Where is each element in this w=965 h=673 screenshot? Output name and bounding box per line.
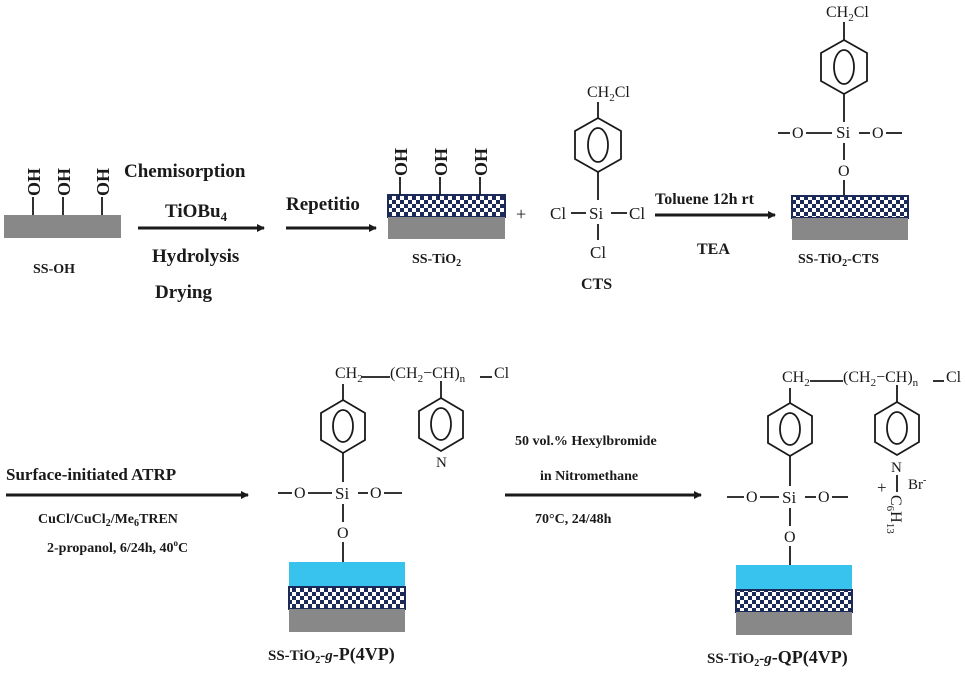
plus-sign: +: [516, 204, 526, 224]
ss-oh-label: SS-OH: [33, 262, 75, 277]
qp-polymer-layer: [736, 565, 852, 590]
qp-o-right: O: [818, 489, 830, 506]
cts-product-o-right: O: [872, 125, 884, 142]
cts-label: CTS: [581, 276, 612, 293]
step-toluene: Toluene 12h rt TEA: [655, 191, 776, 258]
p4vp-n: N: [436, 455, 447, 471]
oh-group-6: OH: [471, 148, 491, 176]
p4vp-label: SS-TiO2-g-P(4VP): [268, 644, 395, 666]
step-repetition: Repetitio: [286, 194, 377, 232]
cts-product-substrate: [792, 218, 908, 240]
p4vp-chain: (CH2−CH)n: [390, 365, 466, 385]
qp-substrate: [736, 612, 852, 635]
hydrolysis-label: Hydrolysis: [152, 246, 239, 267]
p4vp-pyridine-ring: [418, 396, 464, 453]
cts-benzene-ring: [574, 116, 622, 174]
step-quaternization: 50 vol.% Hexylbromide in Nitromethane 70…: [505, 434, 702, 527]
step-chemisorption: Chemisorption TiOBu4 Hydrolysis Drying: [124, 161, 265, 303]
tio2-layer: [387, 194, 506, 218]
conditions-label: 70°C, 24/48h: [535, 512, 612, 527]
p4vp-benzene-ring: [320, 398, 366, 455]
p4vp-o-bottom: O: [337, 525, 349, 542]
qp-hexyl: C6H13: [884, 495, 904, 534]
step-atrp: Surface-initiated ATRP CuCl/CuCl2/Me6TRE…: [6, 465, 249, 556]
p4vp-tio2-layer: [288, 586, 406, 610]
p4vp-polymer-layer: [289, 562, 405, 587]
p4vp-ch2: CH2: [335, 365, 363, 385]
qp-pyridinium-ring: [874, 400, 920, 457]
cts-product-o-bottom: O: [838, 163, 850, 180]
qp4vp-label: SS-TiO2-g-QP(4VP): [707, 647, 848, 669]
oh-group-1: OH: [24, 168, 44, 196]
qp-br: Br-: [908, 475, 926, 493]
cts-si: Si: [589, 204, 603, 223]
ss-tio2-cts-structure: CH2Cl Si O O O SS-TiO2-CTS: [778, 4, 909, 269]
atrp-label: Surface-initiated ATRP: [6, 465, 176, 484]
oh-group-5: OH: [431, 148, 451, 176]
tiobu-label: TiOBu4: [165, 201, 228, 224]
qp-tio2-layer: [735, 589, 853, 613]
ss-tio2-cts-label: SS-TiO2-CTS: [798, 252, 879, 269]
oh-group-3: OH: [93, 168, 113, 196]
cts-molecule: CH2Cl Si Cl Cl Cl CTS: [550, 84, 645, 293]
cts-product-benzene-ring: [820, 38, 868, 96]
chemisorption-label: Chemisorption: [124, 161, 246, 182]
repetition-label: Repetitio: [286, 194, 360, 215]
hexyl-label: 50 vol.% Hexylbromide: [515, 434, 657, 449]
cts-ch2cl: CH2Cl: [587, 84, 630, 104]
tea-label: TEA: [697, 241, 730, 258]
qp-benzene-ring: [767, 401, 813, 458]
qp-o-left: O: [746, 489, 758, 506]
qp-chain: (CH2−CH)n: [843, 369, 919, 389]
cts-cl-right: Cl: [629, 204, 645, 223]
cts-product-o-left: O: [792, 125, 804, 142]
p4vp-o-left: O: [294, 485, 306, 502]
cts-cl-bottom: Cl: [590, 243, 606, 262]
ss-oh-substrate: [4, 215, 121, 238]
catalyst-label: CuCl/CuCl2/Me6TREN: [38, 512, 178, 529]
ss-tio2-substrate: [388, 217, 505, 239]
cts-product-ch2cl: CH2Cl: [826, 4, 869, 24]
nitromethane-label: in Nitromethane: [540, 469, 638, 484]
qp-si: Si: [782, 488, 796, 507]
qp-n: N: [891, 460, 902, 476]
ss-oh-structure: OH OH OH SS-OH: [4, 168, 121, 277]
qp4vp-structure: CH2 (CH2−CH)n Cl N Br- + C6H13 Si O O O …: [707, 369, 962, 669]
qp-cl: Cl: [946, 369, 962, 386]
oh-group-2: OH: [54, 168, 74, 196]
drying-label: Drying: [155, 282, 213, 303]
qp-ch2: CH2: [782, 369, 810, 389]
qp-plus-charge: +: [877, 478, 887, 497]
p4vp-o-right: O: [370, 485, 382, 502]
p4vp-cl: Cl: [494, 365, 510, 382]
qp-o-bottom: O: [784, 529, 796, 546]
cts-cl-left: Cl: [550, 204, 566, 223]
p4vp-si: Si: [335, 484, 349, 503]
cts-product-si: Si: [836, 123, 850, 142]
p4vp-substrate: [289, 609, 405, 632]
oh-group-4: OH: [391, 148, 411, 176]
propanol-label: 2-propanol, 6/24h, 40oC: [47, 538, 188, 556]
ss-tio2-label: SS-TiO2: [412, 252, 461, 269]
p4vp-structure: CH2 (CH2−CH)n Cl N Si O O O SS-TiO2-g-P(…: [268, 365, 510, 666]
toluene-label: Toluene 12h rt: [655, 191, 755, 208]
cts-product-tio2-layer: [791, 195, 909, 219]
ss-tio2-structure: OH OH OH SS-TiO2: [387, 148, 506, 269]
